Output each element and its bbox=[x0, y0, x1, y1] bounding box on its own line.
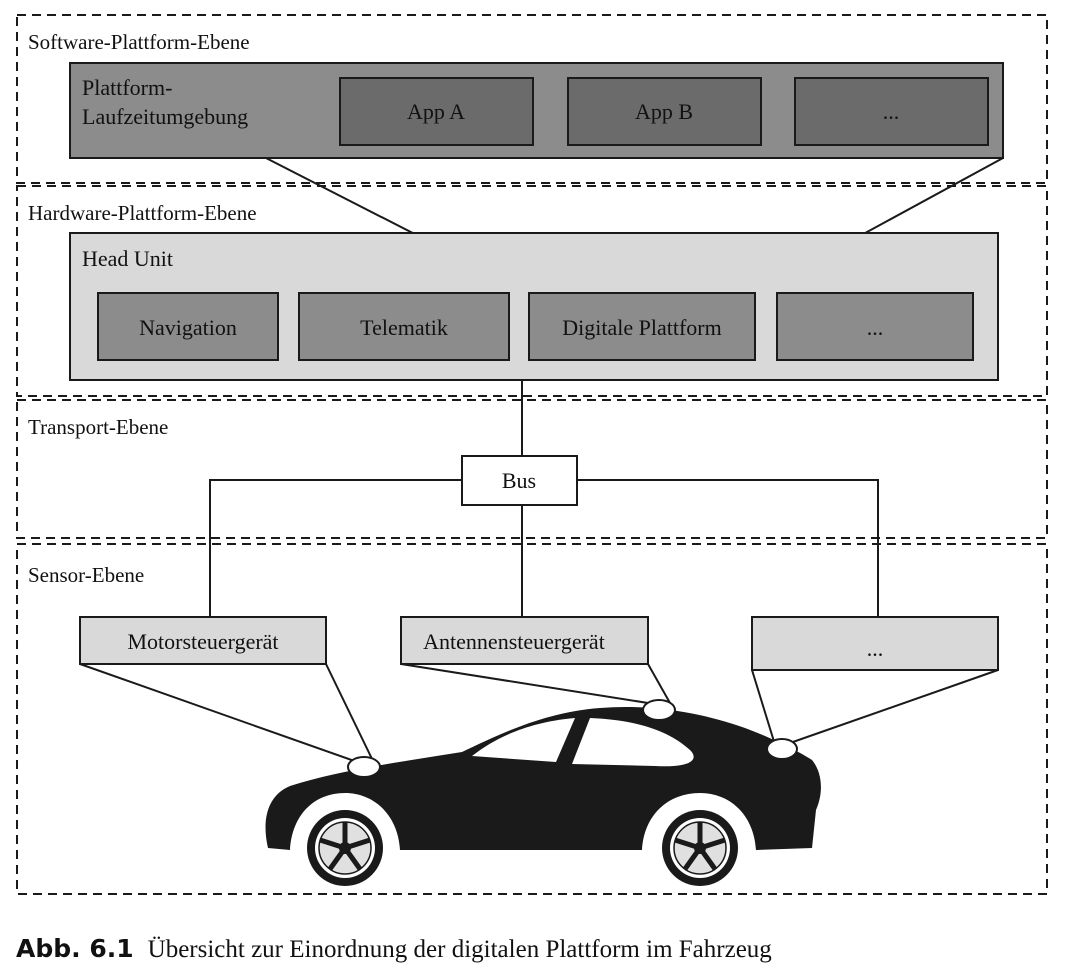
app-more-box bbox=[794, 77, 989, 146]
connector-lines bbox=[79, 157, 1004, 764]
car-silhouette bbox=[265, 699, 821, 886]
motor-sensor-line-right bbox=[325, 663, 375, 764]
rear-sensor-point bbox=[766, 738, 798, 760]
sensor-layer-title: Sensor-Ebene bbox=[28, 563, 144, 587]
figure-caption: Abb. 6.1 Übersicht zur Einordnung der dig… bbox=[16, 934, 1056, 970]
antenna-sensor-line-right bbox=[647, 663, 671, 704]
navigation-box bbox=[97, 292, 279, 361]
telematik-box bbox=[298, 292, 510, 361]
transport-layer-title: Transport-Ebene bbox=[28, 415, 168, 439]
antenna-sensor-box bbox=[400, 616, 649, 665]
car-rear-wheel bbox=[662, 810, 738, 886]
digital-platform-label: Digitale Plattform bbox=[562, 315, 721, 340]
runtime-label-line2: Laufzeitumgebung bbox=[82, 104, 248, 129]
head-unit-title: Head Unit bbox=[82, 246, 173, 271]
app-b-label: App B bbox=[635, 99, 693, 124]
transport-layer-frame bbox=[16, 399, 1048, 539]
software-platform: Plattform- Laufzeitumgebung App A App B … bbox=[69, 62, 1004, 159]
app-a-label: App A bbox=[407, 99, 465, 124]
module-more-box bbox=[776, 292, 974, 361]
digital-platform-box bbox=[528, 292, 756, 361]
sensor-layer-frame bbox=[16, 543, 1048, 895]
car-front-wheel bbox=[307, 810, 383, 886]
bus-box bbox=[461, 455, 578, 506]
antenna-sensor-line-left bbox=[400, 663, 649, 704]
motor-sensor-box bbox=[79, 616, 327, 665]
figure-label: Abb. 6.1 bbox=[16, 934, 134, 963]
navigation-label: Navigation bbox=[139, 315, 237, 340]
car-body bbox=[265, 706, 821, 850]
car-rear-window bbox=[572, 718, 694, 767]
figure-caption-text: Übersicht zur Einordnung der digitalen P… bbox=[147, 936, 772, 963]
other-sensor-line-right bbox=[789, 669, 999, 744]
software-layer-title: Software-Plattform-Ebene bbox=[28, 30, 250, 54]
app-a-box bbox=[339, 77, 534, 146]
car-front-window bbox=[472, 718, 575, 762]
bus-label: Bus bbox=[502, 468, 536, 493]
motor-sensor-line-left bbox=[79, 663, 361, 764]
motor-sensor-label: Motorsteuergerät bbox=[127, 629, 278, 654]
platform-diagram: Software-Plattform-Ebene Hardware-Plattf… bbox=[16, 14, 1048, 895]
hardware-layer-frame bbox=[16, 185, 1048, 397]
layer-frames bbox=[16, 14, 1048, 895]
bus-other-line bbox=[577, 479, 879, 617]
motor-sensor-point bbox=[347, 756, 381, 778]
head-unit: Head Unit Navigation Telematik Digitale … bbox=[69, 232, 999, 381]
other-sensor-label: ... bbox=[867, 636, 884, 661]
app-b-box bbox=[567, 77, 762, 146]
antenna-sensor-label: Antennensteuergerät bbox=[423, 629, 605, 654]
app-more-label: ... bbox=[883, 99, 900, 124]
telematik-label: Telematik bbox=[360, 315, 448, 340]
software-layer-frame bbox=[16, 14, 1048, 184]
runtime-label-line1: Plattform- bbox=[82, 75, 172, 100]
bus: Bus bbox=[461, 455, 578, 506]
sensor-units: Motorsteuergerät Antennensteuergerät ... bbox=[79, 616, 999, 671]
other-sensor-line-left bbox=[751, 669, 777, 749]
bus-motor-line bbox=[209, 479, 462, 617]
antenna-sensor-point bbox=[642, 699, 676, 721]
hardware-layer-title: Hardware-Plattform-Ebene bbox=[28, 201, 257, 225]
module-more-label: ... bbox=[867, 315, 884, 340]
other-sensor-box bbox=[751, 616, 999, 671]
